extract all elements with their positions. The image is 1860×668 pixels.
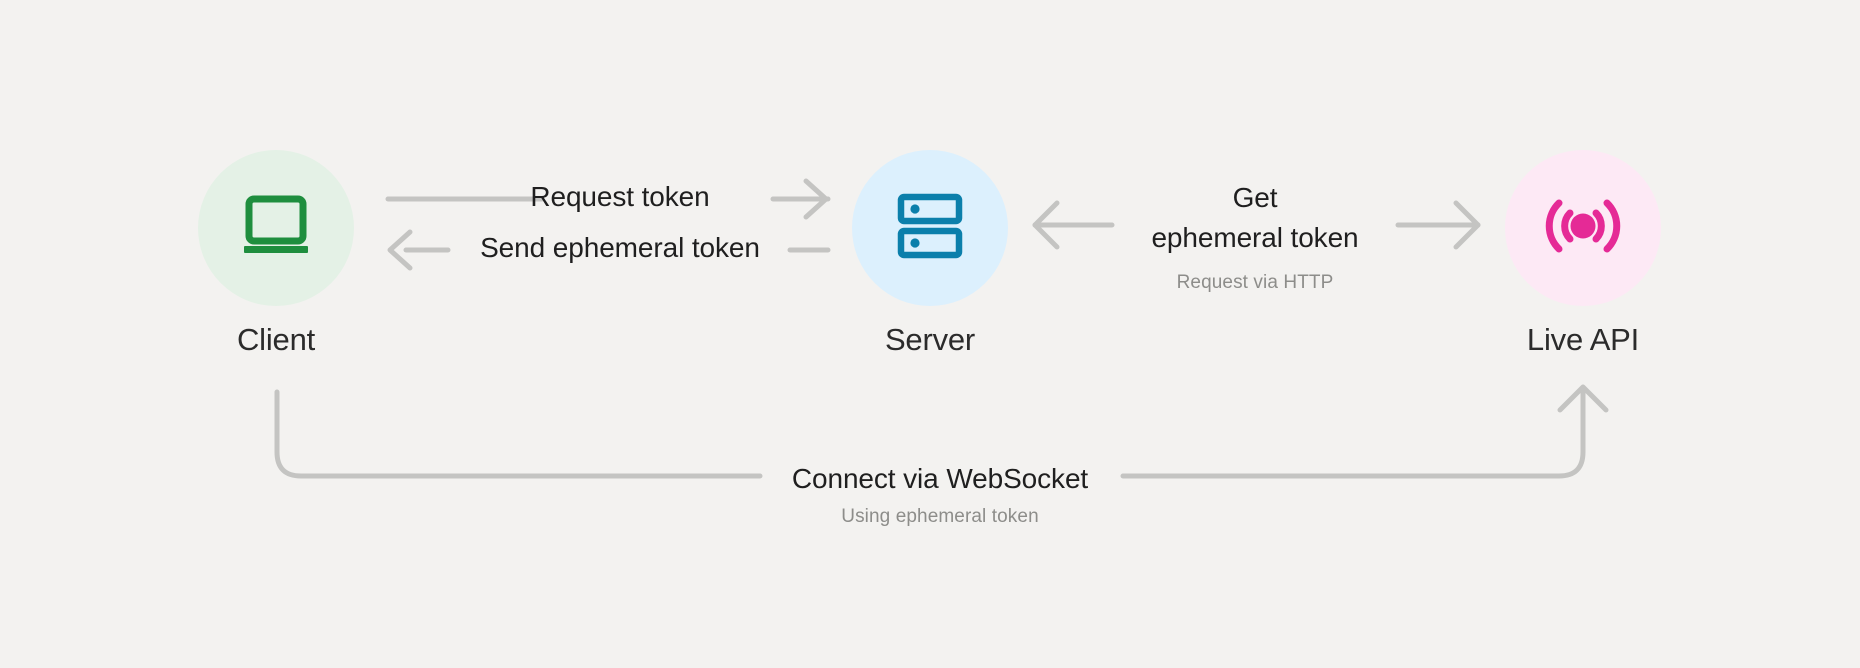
node-server-label: Server xyxy=(884,322,976,357)
broadcast-icon xyxy=(1544,195,1622,262)
node-client-circle xyxy=(198,150,354,306)
node-client-label: Client xyxy=(236,322,316,357)
node-server-circle xyxy=(852,150,1008,306)
edge-sublabel-using-ephemeral-token: Using ephemeral token xyxy=(841,506,1039,527)
edge-label-get-ephemeral-token-line2: ephemeral token xyxy=(1151,222,1359,253)
edge-sublabel-request-via-http: Request via HTTP xyxy=(1176,272,1334,293)
edge-label-send-ephemeral-token: Send ephemeral token xyxy=(480,232,760,263)
node-live-api-circle xyxy=(1505,150,1661,306)
node-live-api-label: Live API xyxy=(1526,322,1640,357)
node-live-api[interactable]: Live API xyxy=(1503,150,1663,358)
node-client[interactable]: Client xyxy=(196,150,356,358)
edge-get-token-left-arrow xyxy=(1032,200,1115,250)
edge-get-token-right-arrow xyxy=(1395,200,1481,250)
server-icon xyxy=(896,193,964,264)
edge-label-get-ephemeral-token: Get ephemeral token xyxy=(1110,178,1400,258)
edge-label-request-token: Request token xyxy=(530,181,710,212)
edge-label-connect-via-websocket: Connect via WebSocket xyxy=(791,463,1089,494)
edge-label-get-ephemeral-token-line1: Get xyxy=(1232,182,1278,213)
node-server[interactable]: Server xyxy=(850,150,1010,358)
laptop-icon xyxy=(240,195,312,262)
